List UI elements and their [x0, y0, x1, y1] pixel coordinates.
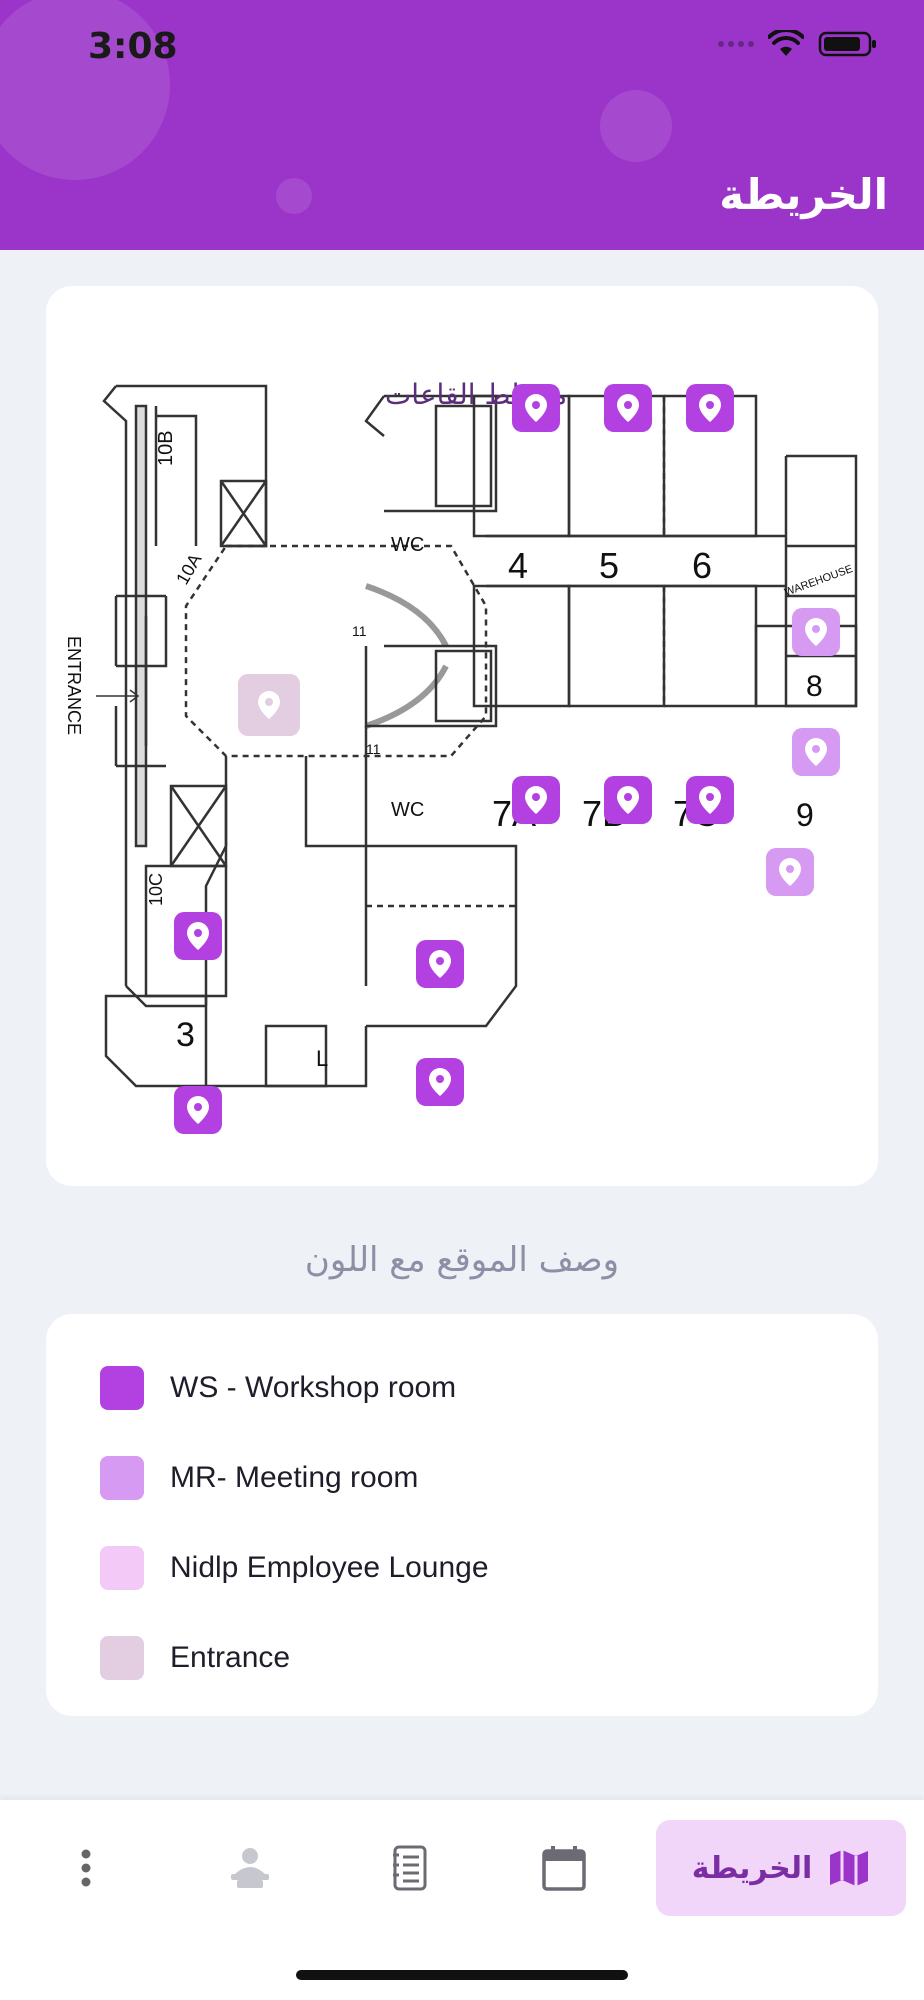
map-pin-icon [617, 394, 639, 422]
workshop-pin-7c[interactable] [686, 776, 734, 824]
floor-plan: 10B 10A 10C 4 5 6 7A 7B 7C 8 9 3 L WC WC… [64, 384, 858, 1088]
map-icon [830, 1850, 869, 1886]
room-label: 10C [146, 873, 166, 906]
legend-swatch [100, 1366, 144, 1410]
map-pin-icon [779, 858, 801, 886]
nav-calendar[interactable] [524, 1820, 604, 1916]
meeting-pin-9[interactable] [766, 848, 814, 896]
room-label: ENTRANCE [64, 636, 84, 735]
room-label: 10A [172, 550, 205, 588]
legend-swatch [100, 1546, 144, 1590]
room-label: 5 [599, 545, 619, 586]
nav-map-active[interactable]: الخريطة [656, 1820, 906, 1916]
legend-item-lounge: Nidlp Employee Lounge [100, 1546, 489, 1590]
room-label: WC [391, 799, 424, 821]
workshop-pin-7a[interactable] [512, 776, 560, 824]
nav-active-label: الخريطة [691, 1850, 813, 1886]
room-label: 10B [155, 430, 177, 466]
room-label: L [316, 1046, 328, 1071]
map-pin-icon [429, 1068, 451, 1096]
room-label: 9 [796, 797, 814, 833]
decor-bubble [276, 178, 312, 214]
map-pin-icon [258, 691, 280, 719]
wifi-icon [768, 30, 804, 56]
legend-swatch [100, 1636, 144, 1680]
legend-label: WS - Workshop room [170, 1371, 457, 1404]
workshop-pin-3[interactable] [174, 1086, 222, 1134]
plan-title: مخطط القاعات [384, 378, 568, 411]
nav-speakers[interactable] [212, 1820, 288, 1916]
legend-label: Entrance [170, 1641, 291, 1674]
speaker-icon [231, 1848, 269, 1888]
legend-label: MR- Meeting room [170, 1461, 419, 1494]
decor-bubble [0, 0, 170, 180]
notebook-icon [393, 1845, 427, 1891]
room-label: 11 [352, 623, 367, 639]
map-pin-icon [699, 786, 721, 814]
workshop-pin-4[interactable] [512, 384, 560, 432]
meeting-pin-8[interactable] [792, 728, 840, 776]
legend-title: وصف الموقع مع اللون [304, 1240, 620, 1280]
status-icons [718, 30, 878, 58]
floor-plan-card: 10B 10A 10C 4 5 6 7A 7B 7C 8 9 3 L WC WC… [46, 286, 878, 1186]
map-pin-icon [187, 922, 209, 950]
room-label: WC [391, 534, 424, 556]
signal-icon [718, 41, 754, 47]
room-label: 8 [806, 670, 823, 703]
app-header: 3:08 الخريطة [0, 0, 924, 250]
workshop-pin-2[interactable] [174, 912, 222, 960]
legend-card: WS - Workshop room MR- Meeting room Nidl… [46, 1314, 878, 1716]
map-pin-icon [617, 786, 639, 814]
nav-agenda[interactable] [372, 1820, 448, 1916]
map-pin-icon [187, 1096, 209, 1124]
room-label: 11 [366, 741, 381, 757]
legend-item-entrance: Entrance [100, 1636, 290, 1680]
room-label: 3 [176, 1016, 195, 1054]
map-pin-icon [699, 394, 721, 422]
workshop-pin-6[interactable] [686, 384, 734, 432]
map-pin-icon [525, 786, 547, 814]
calendar-icon [542, 1846, 586, 1891]
map-pin-icon [805, 738, 827, 766]
map-pin-icon [525, 394, 547, 422]
entrance-pin[interactable] [238, 674, 300, 736]
page-title: الخريطة [719, 170, 888, 219]
workshop-pin-lower[interactable] [416, 1058, 464, 1106]
workshop-pin-1[interactable] [416, 940, 464, 988]
room-label: 6 [692, 545, 712, 586]
map-pin-icon [805, 618, 827, 646]
legend-item-workshop: WS - Workshop room [100, 1366, 456, 1410]
decor-bubble [600, 90, 672, 162]
bottom-nav: الخريطة [0, 1800, 924, 2000]
home-indicator [296, 1970, 628, 1980]
status-time: 3:08 [88, 26, 178, 67]
room-label: 4 [508, 545, 528, 586]
workshop-pin-5[interactable] [604, 384, 652, 432]
nav-more[interactable] [50, 1820, 122, 1916]
more-icon [81, 1849, 91, 1887]
map-pin-icon [429, 950, 451, 978]
workshop-pin-7b[interactable] [604, 776, 652, 824]
legend-item-meeting: MR- Meeting room [100, 1456, 418, 1500]
meeting-pin-warehouse[interactable] [792, 608, 840, 656]
legend-label: Nidlp Employee Lounge [170, 1551, 489, 1584]
battery-icon [818, 31, 876, 57]
room-label: WAREHOUSE [783, 563, 854, 599]
legend-swatch [100, 1456, 144, 1500]
